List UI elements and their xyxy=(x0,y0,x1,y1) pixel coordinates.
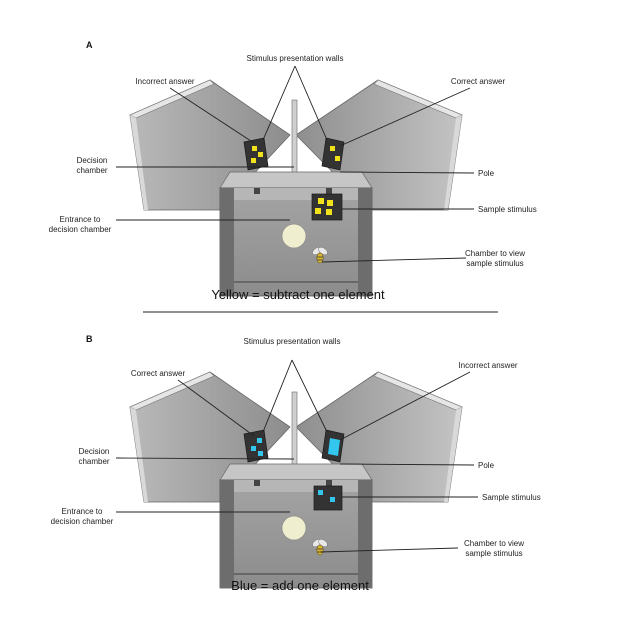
label-sample-stimulus: Sample stimulus xyxy=(482,493,541,502)
label-view-chamber-2: sample stimulus xyxy=(466,259,523,268)
label-pole: Pole xyxy=(478,461,495,470)
sample-stimulus-board xyxy=(311,193,343,221)
right-stimulus-board xyxy=(321,429,345,463)
panel-b-letter: B xyxy=(86,334,93,344)
yellow-element xyxy=(330,146,335,151)
label-decision-chamber-2: chamber xyxy=(76,166,107,175)
label-entrance-1: Entrance to xyxy=(60,215,101,224)
label-left-answer: Incorrect answer xyxy=(135,77,194,86)
label-decision-chamber-2: chamber xyxy=(78,457,109,466)
label-stimulus-walls: Stimulus presentation walls xyxy=(244,337,341,346)
yellow-element xyxy=(318,198,324,204)
label-left-answer: Correct answer xyxy=(131,369,186,378)
left-stimulus-board xyxy=(243,429,269,463)
caption-b: Blue = add one element xyxy=(231,578,369,593)
label-entrance-2: decision chamber xyxy=(49,225,112,234)
yellow-element xyxy=(251,158,256,163)
blue-element xyxy=(257,438,262,443)
label-right-answer: Incorrect answer xyxy=(458,361,517,370)
yellow-element xyxy=(258,152,263,157)
blue-element xyxy=(318,490,323,495)
yellow-element xyxy=(252,146,257,151)
panel-b: B Stimulus presentation walls Correct an… xyxy=(51,334,541,593)
panel-a: A Stimulus presentation walls Incorrect … xyxy=(49,40,537,302)
blue-element xyxy=(258,451,263,456)
yellow-element xyxy=(326,209,332,215)
blue-element xyxy=(328,438,340,456)
label-decision-chamber-1: Decision xyxy=(77,156,108,165)
label-entrance-1: Entrance to xyxy=(62,507,103,516)
label-view-chamber-1: Chamber to view xyxy=(464,539,524,548)
sample-stimulus-board xyxy=(313,485,343,511)
label-pole: Pole xyxy=(478,169,495,178)
label-decision-chamber-1: Decision xyxy=(79,447,110,456)
right-stimulus-board xyxy=(321,137,345,171)
label-stimulus-walls: Stimulus presentation walls xyxy=(247,54,344,63)
label-entrance-2: decision chamber xyxy=(51,517,114,526)
yellow-element xyxy=(327,200,333,206)
label-view-chamber-1: Chamber to view xyxy=(465,249,525,258)
label-right-answer: Correct answer xyxy=(451,77,506,86)
blue-element xyxy=(330,497,335,502)
leader-lines-b xyxy=(115,359,478,553)
label-sample-stimulus: Sample stimulus xyxy=(478,205,537,214)
label-view-chamber-2: sample stimulus xyxy=(465,549,522,558)
blue-element xyxy=(251,446,256,451)
leader-lines-a xyxy=(116,65,475,263)
yellow-element xyxy=(335,156,340,161)
caption-a: Yellow = subtract one element xyxy=(211,287,385,302)
panel-a-letter: A xyxy=(86,40,93,50)
left-stimulus-board xyxy=(243,137,269,171)
yellow-element xyxy=(315,208,321,214)
